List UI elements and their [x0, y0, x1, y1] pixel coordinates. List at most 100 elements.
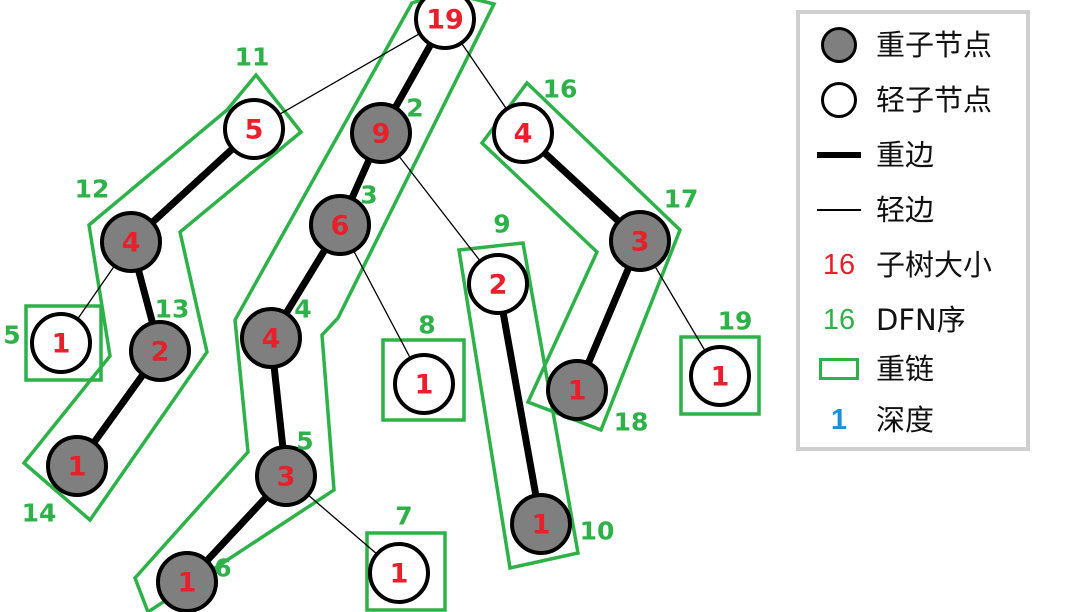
- tree-node-k: 4: [100, 211, 162, 273]
- heavy-node-circle: [609, 210, 671, 272]
- legend-light-edge: 轻边: [800, 185, 1030, 235]
- heavy-chain-mid: [456, 241, 581, 571]
- heavy-chain-single-n: [24, 304, 103, 382]
- subtree-size-label: 19: [426, 5, 464, 36]
- dfn-label-n: 5: [3, 321, 20, 350]
- dfn-label-j: 11: [235, 43, 270, 72]
- heavy-node-circle: [350, 102, 412, 164]
- subtree-size-label: 9: [372, 119, 391, 150]
- tree-node-a: 9: [350, 102, 412, 164]
- tree-node-f: 1: [368, 542, 430, 604]
- subtree-size-label: 4: [122, 228, 141, 259]
- subtree-size-label: 1: [52, 329, 71, 360]
- dfn-label-f: 7: [395, 502, 412, 531]
- subtree-size-label: 1: [711, 362, 730, 393]
- legend-dfn-label: DFN序: [876, 303, 966, 337]
- subtree-size-label: 1: [68, 452, 87, 483]
- dfn-label-d: 5: [296, 427, 313, 456]
- subtree-size-label: 4: [262, 324, 281, 355]
- legend-heavy-chain-label: 重链: [876, 352, 935, 386]
- heavy-chain-single-s: [679, 335, 761, 416]
- dfn-label-l: 13: [155, 295, 190, 324]
- dfn-label-k: 12: [75, 175, 110, 204]
- heavy-node-circle: [546, 359, 608, 421]
- light-edge-r-j: [253, 18, 446, 130]
- tree-node-p: 3: [609, 210, 671, 272]
- legend-heavy-chain: 重链: [800, 344, 1030, 394]
- legend-light-node-label: 轻子节点: [876, 83, 993, 117]
- heavy-edge-symbol: [817, 152, 861, 158]
- heavy-node-circle: [255, 445, 317, 507]
- tree-node-n: 1: [30, 312, 92, 374]
- heavy-node-circle: [129, 320, 191, 382]
- dfn-label-i: 10: [580, 517, 615, 546]
- heavy-chain-right: [479, 80, 683, 433]
- dfn-label-q: 18: [614, 408, 649, 437]
- light-node-circle: [30, 312, 92, 374]
- dfn-sample: 16: [822, 303, 856, 336]
- tree-node-b: 6: [309, 194, 371, 256]
- tree-node-o: 4: [492, 102, 554, 164]
- light-node-circle: [492, 102, 554, 164]
- tree-node-l: 2: [129, 320, 191, 382]
- heavy-chain-symbol: [819, 358, 859, 380]
- tree-node-e: 1: [156, 551, 218, 612]
- depth-sample: 1: [830, 403, 848, 436]
- dfn-label-g: 8: [418, 311, 435, 340]
- dfn-label-b: 3: [360, 181, 377, 210]
- tree-node-d: 3: [255, 445, 317, 507]
- light-node-circle: [467, 253, 529, 315]
- tree-node-m: 1: [46, 435, 108, 497]
- dfn-label-a: 2: [406, 94, 423, 123]
- heavy-chain-main: [132, 0, 497, 612]
- light-node-circle: [414, 0, 476, 50]
- subtree-size-label: 3: [277, 462, 296, 493]
- subtree-size-sample: 16: [822, 248, 856, 281]
- subtree-size-label: 5: [245, 115, 264, 146]
- dfn-label-o: 16: [543, 75, 578, 104]
- heavy-chain-single-f: [365, 531, 447, 612]
- legend-heavy-edge-label: 重边: [876, 138, 935, 172]
- heavy-edge-h-i: [494, 280, 545, 528]
- subtree-size-label: 1: [532, 510, 551, 541]
- dfn-label-p: 17: [664, 185, 699, 214]
- light-node-circle: [223, 98, 285, 160]
- light-node-symbol: [821, 82, 857, 118]
- light-node-circle: [689, 345, 751, 407]
- subtree-size-label: 3: [631, 227, 650, 258]
- legend-depth-label: 深度: [876, 403, 935, 437]
- heavy-node-circle: [100, 211, 162, 273]
- tree-node-c: 4: [240, 307, 302, 369]
- dfn-label-s: 19: [718, 307, 753, 336]
- subtree-size-label: 2: [151, 337, 170, 368]
- legend-panel: 重子节点 轻子节点 重边 轻边 16 子树大小 16 DFN序 重链 1 深度: [796, 10, 1030, 451]
- legend-heavy-node: 重子节点: [800, 20, 1030, 70]
- heavy-node-circle: [309, 194, 371, 256]
- light-edge-symbol: [817, 209, 861, 211]
- legend-subtree-size-label: 子树大小: [876, 248, 993, 282]
- light-node-circle: [393, 353, 455, 415]
- light-node-circle: [368, 542, 430, 604]
- legend-dfn: 16 DFN序: [800, 295, 1030, 345]
- heavy-node-circle: [46, 435, 108, 497]
- heavy-node-circle: [510, 493, 572, 555]
- light-edge-a-h: [380, 132, 499, 285]
- subtree-size-label: 4: [514, 119, 533, 150]
- subtree-size-label: 2: [489, 270, 508, 301]
- dfn-label-h: 9: [493, 210, 510, 239]
- subtree-size-label: 1: [178, 568, 197, 599]
- subtree-size-label: 1: [568, 376, 587, 407]
- heavy-chain-single-g: [381, 338, 466, 422]
- tree-node-i: 1: [510, 493, 572, 555]
- legend-light-edge-label: 轻边: [876, 193, 935, 227]
- dfn-label-c: 4: [294, 295, 311, 324]
- tree-node-r: 19: [414, 0, 476, 50]
- dfn-label-m: 14: [22, 499, 57, 528]
- heavy-node-symbol: [821, 27, 857, 63]
- heavy-node-circle: [240, 307, 302, 369]
- legend-subtree-size: 16 子树大小: [800, 240, 1030, 290]
- tree-node-q: 1: [546, 359, 608, 421]
- tree-node-h: 2: [467, 253, 529, 315]
